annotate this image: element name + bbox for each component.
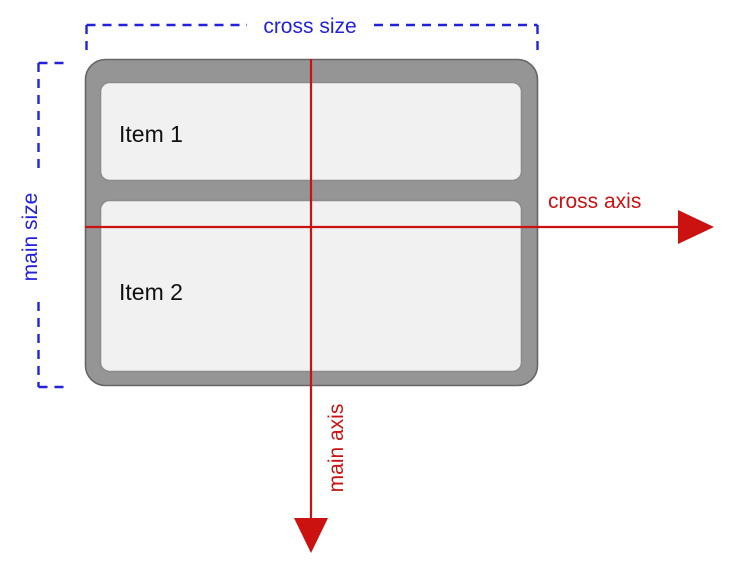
- main-size-bracket: [37, 61, 70, 389]
- main-axis-label: main axis: [325, 404, 348, 493]
- cross-axis: cross axis: [85, 190, 714, 244]
- cross-axis-arrowhead: [678, 210, 714, 244]
- main-axis-arrowhead: [294, 518, 328, 553]
- main-axis: main axis: [294, 59, 348, 553]
- cross-axis-label: cross axis: [548, 190, 641, 213]
- flex-item-2-label: Item 2: [119, 279, 183, 305]
- main-size-label: main size: [19, 193, 42, 282]
- cross-size-bracket: [85, 23, 539, 54]
- cross-size-label: cross size: [263, 15, 356, 38]
- flex-item-1-label: Item 1: [119, 121, 183, 147]
